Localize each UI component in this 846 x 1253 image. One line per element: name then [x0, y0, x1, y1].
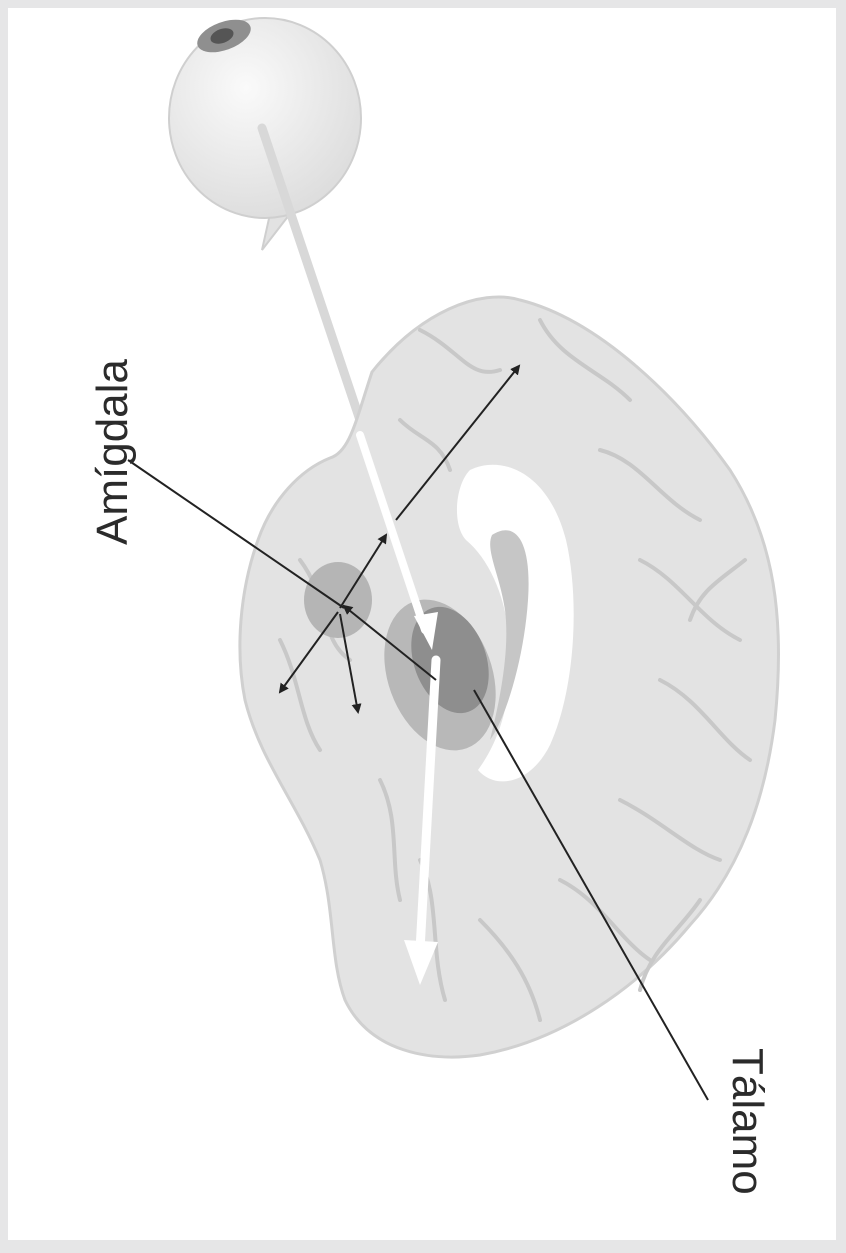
thalamus-label: Tálamo [722, 1048, 772, 1195]
amygdala-label: Amígdala [88, 359, 138, 545]
brain-section-icon [240, 297, 779, 1057]
